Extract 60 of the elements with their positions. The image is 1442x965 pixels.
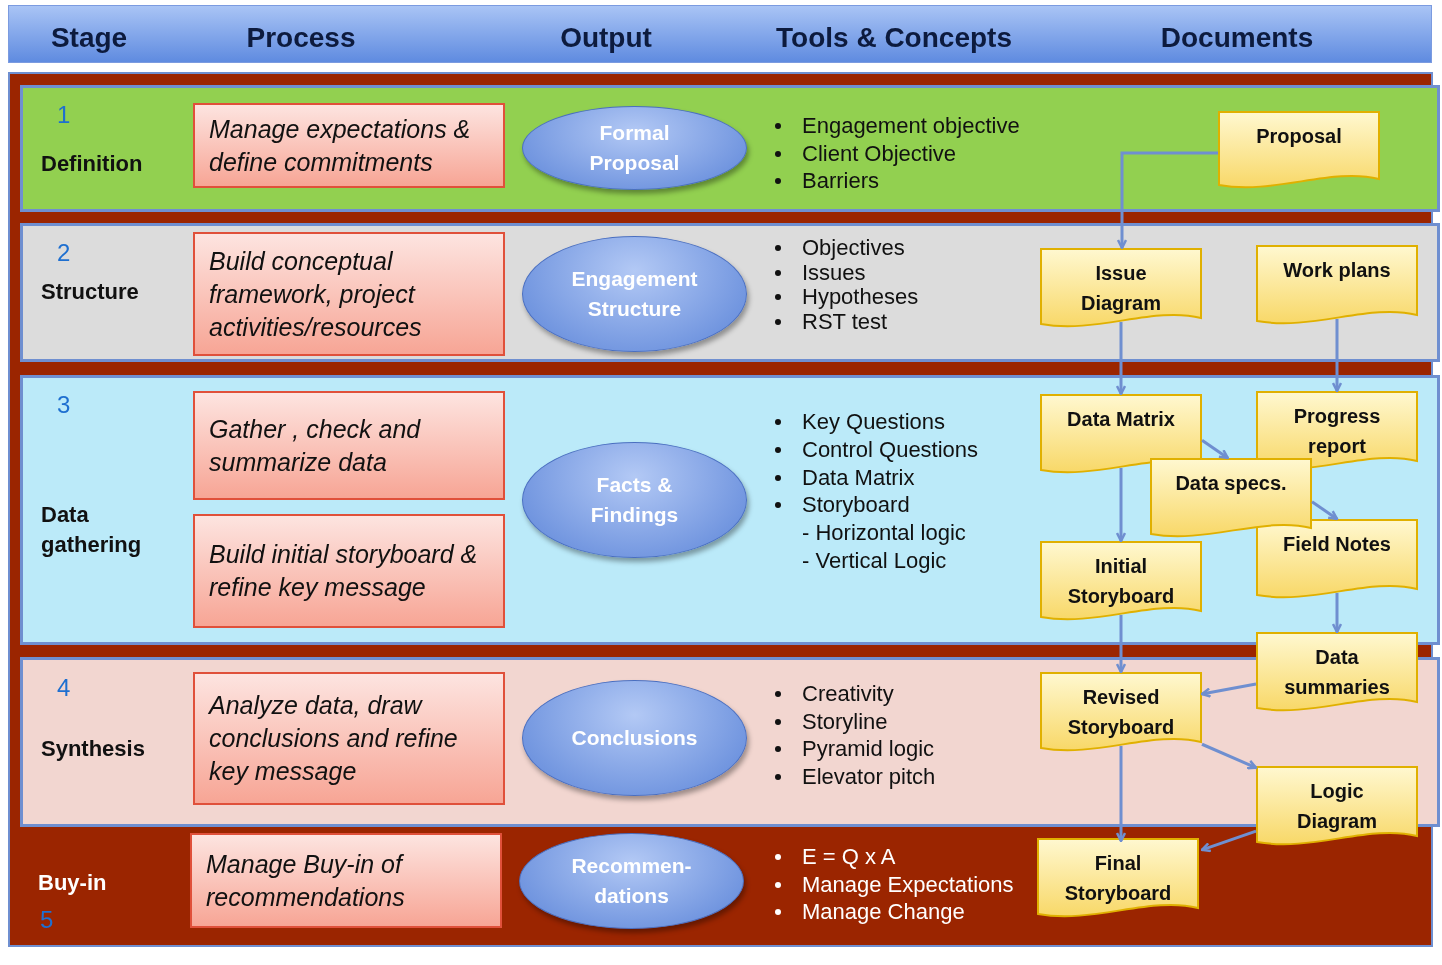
stage-name: Synthesis bbox=[41, 735, 146, 763]
column-header: Documents bbox=[1160, 22, 1314, 54]
column-header: Stage bbox=[50, 22, 128, 54]
concept-text: Client Objective bbox=[802, 139, 957, 167]
stage-number: 5 bbox=[40, 906, 54, 934]
process-box: Analyze data, draw conclusions and refine key message bbox=[193, 672, 505, 805]
arrow bbox=[1115, 615, 1127, 674]
arrow bbox=[1311, 500, 1339, 521]
arrow bbox=[1116, 151, 1218, 250]
stage-band bbox=[20, 85, 1440, 212]
arrow bbox=[1201, 742, 1258, 770]
concept-text: Elevator pitch bbox=[802, 763, 936, 791]
process-box: Build conceptual framework, project activities/resources bbox=[193, 232, 505, 356]
concept-text: Barriers bbox=[802, 167, 879, 194]
stage-name: Buy-in bbox=[38, 869, 108, 897]
column-header: Tools & Concepts bbox=[776, 22, 1012, 54]
column-header: Process bbox=[246, 22, 356, 54]
column-header: Output bbox=[560, 22, 652, 54]
output-ellipse: Formal Proposal bbox=[522, 106, 747, 190]
concept-text: Objectives bbox=[802, 234, 905, 261]
concept-text: Manage Expectations bbox=[802, 870, 1014, 898]
output-ellipse: Conclusions bbox=[522, 680, 747, 796]
concept-text: Storyboard bbox=[802, 491, 910, 519]
arrow bbox=[1201, 438, 1229, 460]
process-box: Gather , check and summarize data bbox=[193, 391, 505, 500]
arrow bbox=[1200, 829, 1257, 853]
concept-text: - Horizontal logic bbox=[802, 519, 966, 547]
output-ellipse: Facts & Findings bbox=[522, 442, 747, 558]
concept-text: RST test bbox=[802, 309, 888, 336]
concept-text: Creativity bbox=[802, 680, 894, 707]
stage-band bbox=[20, 375, 1440, 645]
stage-name: Definition bbox=[41, 150, 144, 178]
concept-text: Control Questions bbox=[802, 435, 979, 463]
concept-text: Pyramid logic bbox=[802, 735, 935, 763]
concept-text: Issues bbox=[802, 259, 866, 286]
process-box: Manage expectations & define commitments bbox=[193, 103, 505, 188]
concept-text: Manage Change bbox=[802, 898, 965, 926]
stage-number: 1 bbox=[57, 101, 71, 129]
process-box: Build initial storyboard & refine key message bbox=[193, 514, 505, 628]
stage-band bbox=[20, 223, 1440, 362]
arrow bbox=[1115, 322, 1127, 396]
stage-name: Data gathering bbox=[41, 501, 143, 559]
concept-text: Key Questions bbox=[802, 408, 946, 435]
stage-name: Structure bbox=[41, 278, 140, 306]
concept-text: E = Q x A bbox=[802, 843, 896, 870]
concept-text: - Vertical Logic bbox=[802, 547, 947, 574]
output-ellipse: Engagement Structure bbox=[522, 236, 747, 352]
concept-text: Hypotheses bbox=[802, 283, 919, 311]
arrow bbox=[1331, 319, 1343, 393]
stage-number: 2 bbox=[57, 239, 71, 267]
arrow bbox=[1115, 746, 1127, 843]
arrow bbox=[1331, 593, 1343, 634]
concept-text: Storyline bbox=[802, 707, 888, 735]
arrow bbox=[1115, 468, 1127, 543]
concept-text: Data Matrix bbox=[802, 463, 915, 491]
arrow bbox=[1200, 682, 1257, 698]
process-box: Manage Buy-in of recommendations bbox=[190, 833, 502, 928]
stage-number: 3 bbox=[57, 391, 71, 419]
stage-number: 4 bbox=[57, 674, 71, 702]
concept-text: Engagement objective bbox=[802, 112, 1020, 139]
